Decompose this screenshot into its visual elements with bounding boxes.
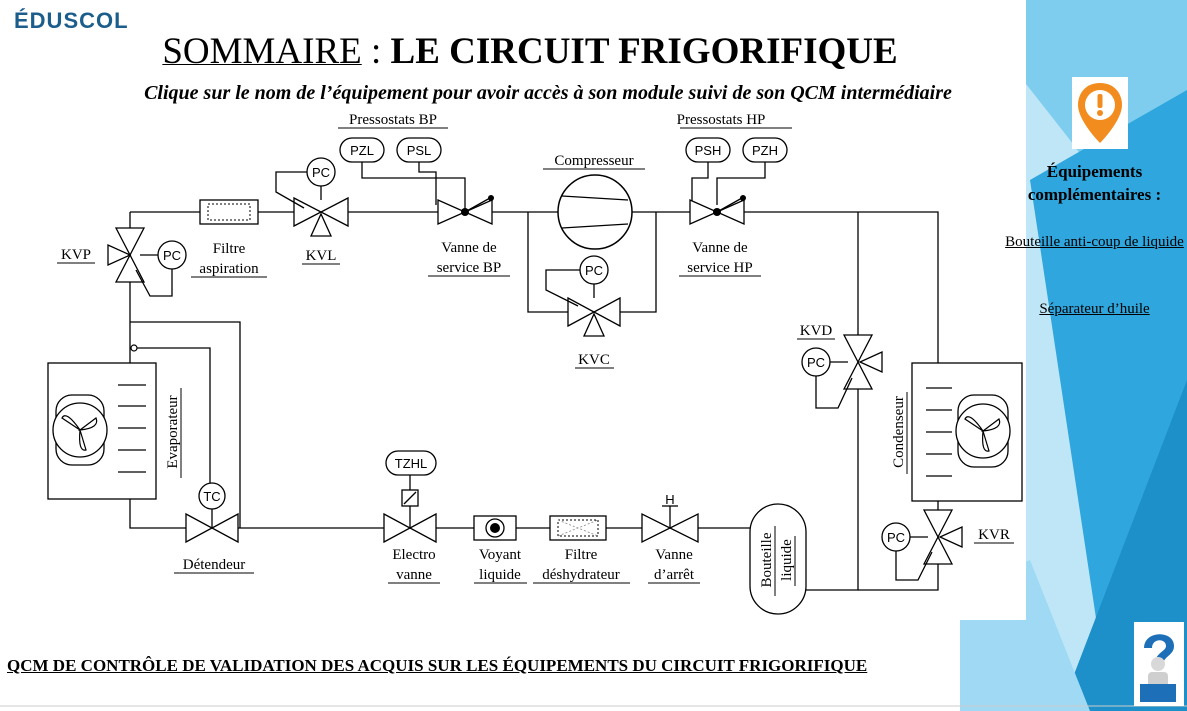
footer-qcm-link[interactable]: QCM DE CONTRÔLE DE VALIDATION DES ACQUIS… xyxy=(7,656,868,675)
page-subtitle: Clique sur le nom de l’équipement pour a… xyxy=(144,82,952,104)
vanne-service-bp-valve[interactable] xyxy=(437,195,494,226)
kvc-label[interactable]: KVC xyxy=(578,352,610,368)
filtre-deshydrateur-line2[interactable]: déshydrateur xyxy=(542,567,619,583)
electro-vanne-line2[interactable]: vanne xyxy=(396,567,432,583)
evaporateur-unit[interactable] xyxy=(47,362,157,500)
kvd-label[interactable]: KVD xyxy=(800,323,833,339)
kvp-label[interactable]: KVP xyxy=(61,247,91,263)
tzhl-text: TZHL xyxy=(395,456,428,471)
bouteille-liquide-line1[interactable]: Bouteille xyxy=(759,532,775,587)
sidebar-title: Équipements complémentaires : xyxy=(1003,160,1186,206)
vanne-service-hp-line2[interactable]: service HP xyxy=(687,260,752,276)
vanne-arret-line2[interactable]: d’arrêt xyxy=(654,567,695,583)
psl-text: PSL xyxy=(407,143,432,158)
kvl-label[interactable]: KVL xyxy=(306,248,337,264)
condenseur-label[interactable]: Condenseur xyxy=(891,396,907,468)
kvl-valve[interactable] xyxy=(275,157,349,237)
kvl-pc: PC xyxy=(312,165,330,180)
vanne-service-hp-valve[interactable] xyxy=(689,195,746,226)
voyant-liquide-symbol[interactable] xyxy=(473,515,517,541)
filtre-deshydrateur-line1[interactable]: Filtre xyxy=(565,547,598,563)
title-separator: : xyxy=(361,31,391,72)
evaporateur-label[interactable]: Evaporateur xyxy=(165,395,181,468)
kvd-pc: PC xyxy=(807,355,825,370)
link-bouteille-anti-coup[interactable]: Bouteille anti-coup de liquide xyxy=(1005,234,1184,250)
kvr-pc: PC xyxy=(887,530,905,545)
condenseur-unit[interactable] xyxy=(911,362,1023,502)
kvp-pc: PC xyxy=(163,248,181,263)
bouteille-liquide-tank[interactable] xyxy=(749,503,807,615)
sidebar-title-line2: complémentaires : xyxy=(1027,185,1162,204)
title-part1: SOMMAIRE xyxy=(162,31,362,72)
electro-vanne-valve[interactable] xyxy=(383,450,437,544)
pzl-switch xyxy=(339,137,466,212)
pzl-text: PZL xyxy=(350,143,374,158)
vanne-arret-valve[interactable] xyxy=(641,505,699,544)
electro-vanne-line1[interactable]: Electro xyxy=(392,547,435,563)
vanne-service-bp-line2[interactable]: service BP xyxy=(437,260,502,276)
pressostats-hp-label[interactable]: Pressostats HP xyxy=(677,112,766,128)
title-part2: LE CIRCUIT FRIGORIFIQUE xyxy=(390,31,898,72)
filtre-aspiration-symbol[interactable] xyxy=(199,199,259,225)
detendeur-label[interactable]: Détendeur xyxy=(183,557,245,573)
pzh-text: PZH xyxy=(752,143,778,158)
detendeur-tc: TC xyxy=(203,489,220,504)
vanne-arret-line1[interactable]: Vanne xyxy=(655,547,693,563)
voyant-liquide-line1[interactable]: Voyant xyxy=(479,547,522,563)
kvc-valve[interactable] xyxy=(545,255,621,337)
page-title: SOMMAIRE : LE CIRCUIT FRIGORIFIQUE xyxy=(0,30,1060,74)
kvr-label[interactable]: KVR xyxy=(978,527,1010,543)
vanne-service-hp-line1[interactable]: Vanne de xyxy=(692,240,748,256)
voyant-liquide-line2[interactable]: liquide xyxy=(479,567,521,583)
kvc-pc: PC xyxy=(585,263,603,278)
bouteille-liquide-line2[interactable]: liquide xyxy=(779,539,795,581)
vanne-service-bp-line1[interactable]: Vanne de xyxy=(441,240,497,256)
eduscol-logo: ÉDUSCOL xyxy=(14,8,129,33)
kvd-valve[interactable] xyxy=(801,334,883,409)
pipe-lines xyxy=(129,211,939,591)
compresseur-label[interactable]: Compresseur xyxy=(554,153,633,169)
detendeur-valve[interactable] xyxy=(185,482,239,544)
filtre-aspiration-line2[interactable]: aspiration xyxy=(199,261,259,277)
sidebar-title-line1: Équipements xyxy=(1046,162,1143,181)
alert-pin-icon[interactable] xyxy=(1072,77,1128,149)
pzh-switch xyxy=(716,137,788,205)
filtre-aspiration-line1[interactable]: Filtre xyxy=(213,241,246,257)
psh-switch xyxy=(685,137,731,205)
kvp-valve[interactable] xyxy=(107,227,187,297)
vanne-arret-h: H xyxy=(665,492,674,507)
link-separateur-huile[interactable]: Séparateur d’huile xyxy=(1039,301,1150,317)
kvr-valve[interactable] xyxy=(881,509,963,581)
filtre-deshydrateur-symbol[interactable] xyxy=(549,515,607,541)
psh-text: PSH xyxy=(695,143,722,158)
pressostats-bp-label[interactable]: Pressostats BP xyxy=(349,112,437,128)
question-person-icon[interactable] xyxy=(1134,622,1184,706)
psl-switch xyxy=(396,137,442,205)
compressor-symbol[interactable] xyxy=(557,174,633,250)
